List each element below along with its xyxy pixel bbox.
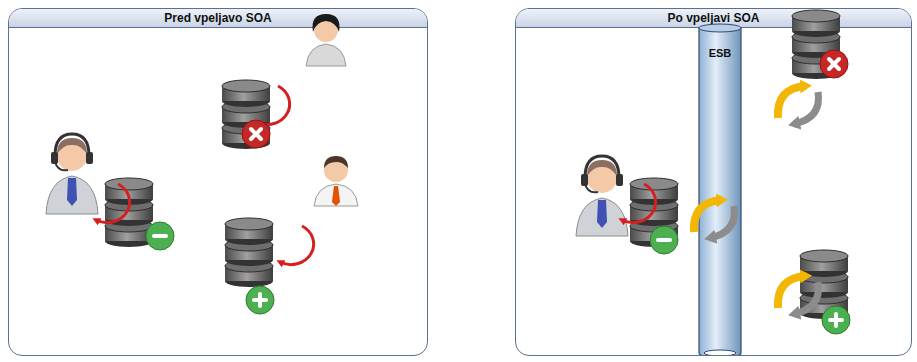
sync-arrows: [778, 86, 819, 124]
panel-box: Po vpeljavi SOAESB: [515, 8, 912, 356]
add-badge: [246, 286, 274, 314]
service-bus: ESB: [698, 23, 742, 356]
database-icon: [800, 250, 848, 319]
bus-label: ESB: [698, 47, 742, 59]
before-illustration: [46, 14, 358, 314]
agent-icon: [46, 134, 98, 214]
delete-badge: [820, 50, 848, 78]
remove-badge: [146, 222, 174, 250]
user-icon: [306, 14, 346, 66]
database-icon: [225, 218, 273, 287]
local-loop-arrow: [280, 226, 314, 265]
database-icon: [630, 178, 678, 247]
after-illustration: [576, 10, 850, 334]
user-icon: [314, 156, 358, 206]
database-icon: [222, 80, 270, 149]
local-loop-arrow: [256, 86, 290, 125]
local-loop-arrow: [622, 184, 656, 223]
delete-badge: [242, 120, 270, 148]
database-icon: [105, 178, 153, 247]
local-loop-arrow: [96, 184, 130, 223]
sync-arrows: [694, 200, 735, 238]
panel-title: Pred vpeljavo SOA: [9, 9, 427, 28]
database-icon: [792, 10, 840, 79]
add-badge: [822, 306, 850, 334]
remove-badge: [650, 226, 678, 254]
agent-icon: [576, 156, 628, 236]
sync-arrows: [778, 276, 819, 314]
panel-box: Pred vpeljavo SOA: [8, 8, 428, 356]
bus-pipe-shape: [698, 23, 742, 356]
